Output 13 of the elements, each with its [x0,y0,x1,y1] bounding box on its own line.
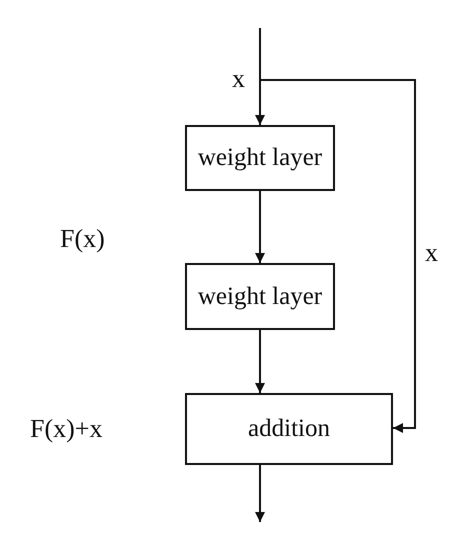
signal-label: F(x) [60,226,105,252]
process-box [185,393,393,465]
process-box [185,125,335,191]
signal-label: F(x)+x [30,416,102,442]
arrow [260,79,416,433]
box-label: weight layer [198,144,322,172]
arrow [255,191,265,263]
arrow [255,330,265,393]
arrow [255,28,265,125]
box-label: weight layer [198,282,322,310]
process-box [185,263,335,330]
box-label: addition [248,415,330,443]
arrow [255,465,265,522]
